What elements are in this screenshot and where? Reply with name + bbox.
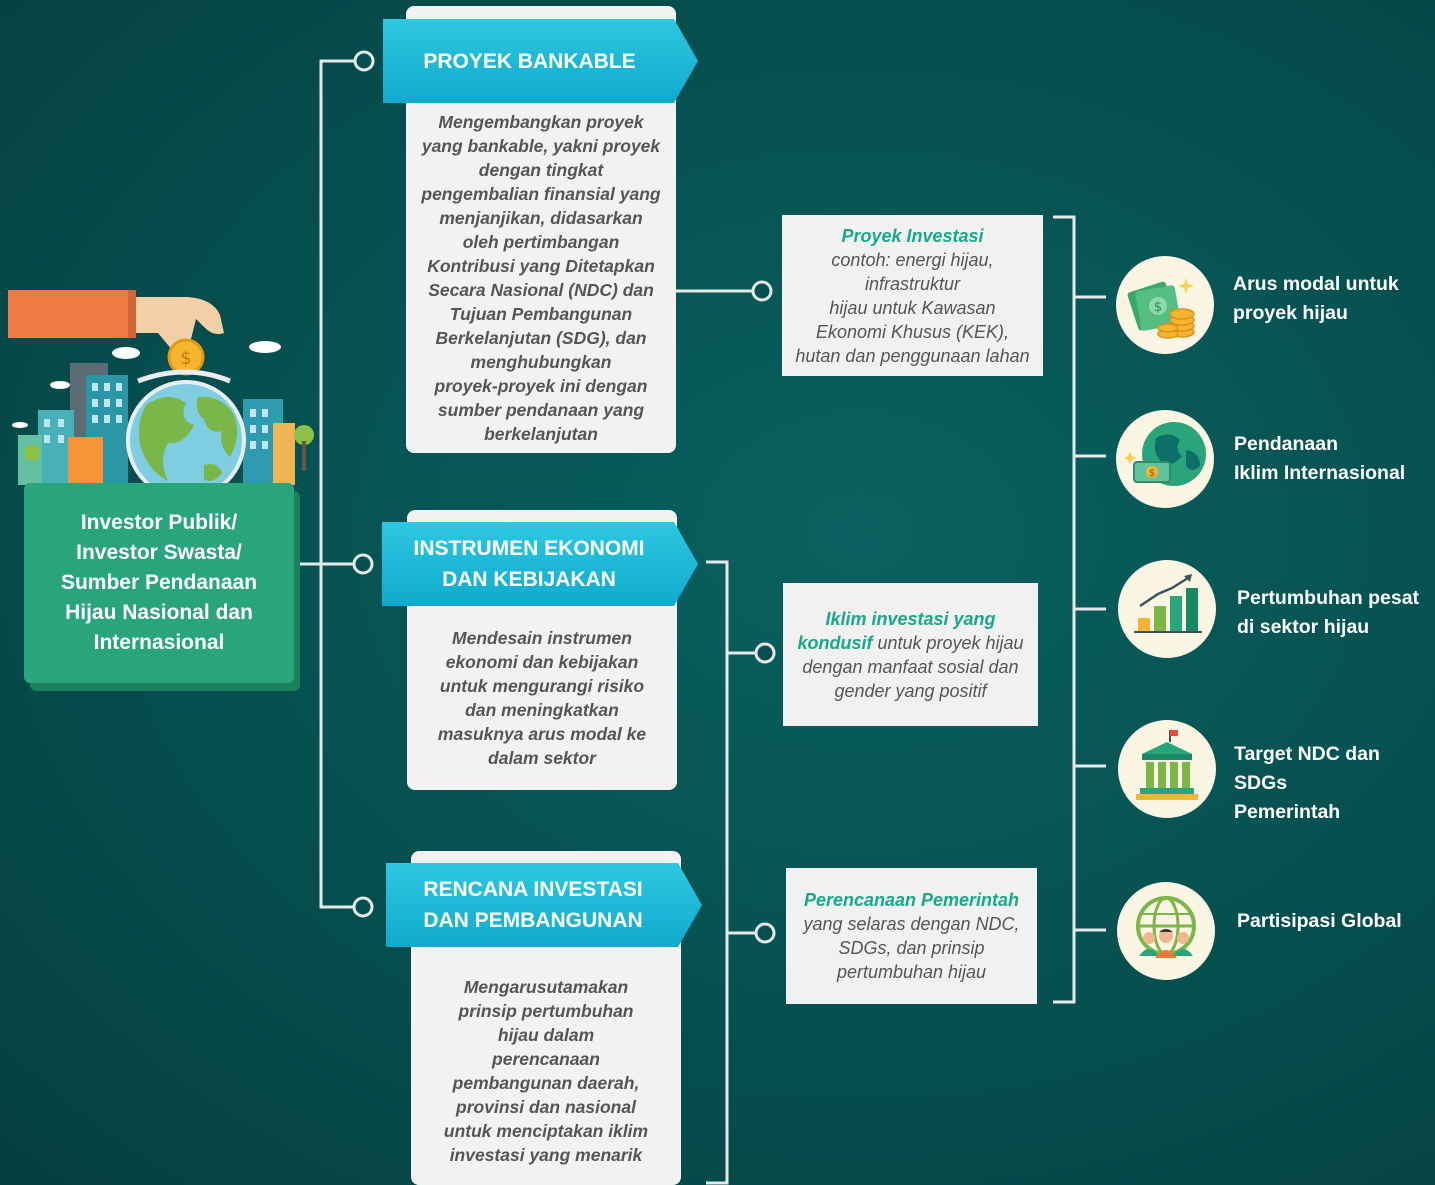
outcome-circle (1118, 720, 1216, 818)
outcome-label: Partisipasi Global (1237, 910, 1402, 932)
svg-text:$: $ (180, 348, 191, 369)
outcome-circle (1117, 882, 1215, 980)
enabler-highlight: Proyek Investasi (841, 225, 984, 246)
enabler-highlight: Iklim investasi yang kondusif (797, 608, 996, 653)
strategy-title: PROYEK BANKABLE (423, 49, 636, 73)
strategy-banner-instrumen: INSTRUMEN EKONOMI DAN KEBIJAKAN (382, 522, 698, 606)
strategy-description: Mengembangkan proyek yang bankable, yakn… (421, 112, 661, 444)
outcome-circle (1118, 560, 1216, 658)
funding-source-label: Investor Publik/ Investor Swasta/ Sumber… (60, 511, 258, 654)
global-people-icon (1136, 896, 1196, 958)
enabler-text: untuk proyek hijau dengan manfaat sosial… (802, 632, 1024, 701)
government-building-icon (1136, 730, 1198, 800)
outcome-label: Pendanaan Iklim Internasional (1234, 433, 1406, 484)
enabler-box-proyek-investasi: Proyek Investasi contoh: energi hijau, i… (782, 215, 1043, 376)
outcome-circle: $ (1116, 410, 1214, 508)
strategy-banner-rencana: RENCANA INVESTASI DAN PEMBANGUNAN (386, 863, 702, 947)
money-coins-icon: $ (1127, 278, 1195, 339)
svg-text:$: $ (1149, 468, 1155, 479)
strategy-description: Mendesain instrumen ekonomi dan kebijaka… (437, 628, 647, 768)
strategy-banner-bankable: PROYEK BANKABLE (383, 19, 698, 103)
enabler-highlight: Perencanaan Pemerintah (803, 890, 1020, 910)
enabler-box-iklim-investasi: Iklim investasi yang kondusif untuk proy… (783, 583, 1038, 726)
globe-money-icon: $ (1124, 422, 1206, 486)
outcome-label: Arus modal untuk proyek hijau (1233, 273, 1399, 324)
funding-source-box: Investor Publik/ Investor Swasta/ Sumber… (24, 483, 294, 683)
city-globe-illustration: $ (8, 290, 314, 500)
outcome-label: Target NDC dan SDGs Pemerintah (1234, 743, 1380, 823)
growth-chart-icon (1134, 574, 1202, 633)
outcome-circle: $ (1116, 256, 1214, 354)
svg-text:$: $ (1154, 300, 1162, 315)
strategy-title: RENCANA INVESTASI DAN PEMBANGUNAN (423, 878, 643, 932)
strategy-description: Mengarusutamakan prinsip pertumbuhan hij… (443, 977, 649, 1165)
enabler-text: contoh: energi hijau, infrastruktur hija… (795, 249, 1030, 366)
enabler-box-perencanaan: Perencanaan Pemerintah yang selaras deng… (786, 868, 1037, 1004)
enabler-text: yang selaras dengan NDC, SDGs, dan prins… (803, 914, 1020, 982)
outcome-label: Pertumbuhan pesat di sektor hijau (1237, 587, 1420, 638)
strategy-title: INSTRUMEN EKONOMI DAN KEBIJAKAN (413, 537, 645, 591)
